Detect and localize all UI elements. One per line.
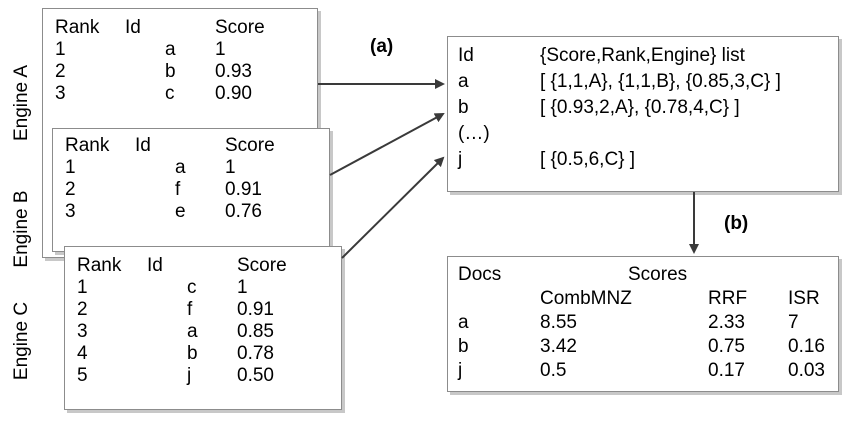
id-cell: e [175, 201, 186, 222]
id-cell: a [187, 321, 198, 342]
id-cell: j [187, 365, 192, 386]
score-header: Score [225, 135, 275, 156]
combmnz-cell: 0.5 [540, 360, 567, 381]
score-cell: 0.50 [237, 365, 274, 386]
score-cell: 1 [225, 157, 236, 178]
method-header: CombMNZ [540, 288, 632, 309]
doc-cell: a [458, 312, 469, 333]
step-b-label: (b) [724, 213, 749, 234]
id-cell: a [458, 71, 469, 92]
method-header: RRF [708, 288, 748, 309]
id-cell: b [458, 97, 469, 118]
list-cell: [ {0.93,2,A}, {0.78,4,C} ] [540, 97, 740, 118]
rank-cell: 3 [65, 201, 76, 222]
ellipsis-cell: (…) [458, 123, 490, 144]
id-header: Id [135, 135, 151, 156]
id-header: Id [125, 17, 141, 38]
scores-header: Scores [628, 264, 688, 285]
rank-cell: 2 [65, 179, 76, 200]
list-cell: [ {1,1,A}, {1,1,B}, {0.85,3,C} ] [540, 71, 781, 92]
method-header: ISR [788, 288, 820, 309]
rank-cell: 2 [55, 61, 66, 82]
id-cell: f [175, 179, 181, 200]
isr-cell: 0.03 [788, 360, 825, 381]
id-header: Id [458, 45, 474, 66]
step-a-label: (a) [370, 36, 394, 57]
combmnz-cell: 8.55 [540, 312, 577, 333]
engine-b-table: Rank Id Score 1 a 1 2 f 0.91 3 e 0.76 [52, 128, 330, 252]
rank-header: Rank [65, 135, 110, 156]
score-header: Score [215, 17, 265, 38]
id-cell: c [165, 83, 175, 104]
score-cell: 0.85 [237, 321, 274, 342]
rank-cell: 2 [77, 299, 88, 320]
merged-list-box: Id {Score,Rank,Engine} list a [ {1,1,A},… [447, 36, 839, 192]
doc-cell: j [458, 360, 463, 381]
rrf-cell: 0.17 [708, 360, 745, 381]
doc-cell: b [458, 336, 469, 357]
results-box: Docs Scores CombMNZ RRF ISR a 8.55 2.33 … [447, 256, 839, 392]
score-cell: 1 [237, 277, 248, 298]
arrow-engine-b-to-merged [329, 113, 445, 176]
id-cell: b [187, 343, 198, 364]
rank-header: Rank [77, 255, 122, 276]
id-header: Id [147, 255, 163, 276]
rank-cell: 1 [65, 157, 76, 178]
score-cell: 0.78 [237, 343, 274, 364]
rank-cell: 3 [55, 83, 66, 104]
rank-cell: 1 [55, 39, 66, 60]
score-cell: 1 [215, 39, 226, 60]
docs-header: Docs [458, 264, 502, 285]
id-cell: a [165, 39, 176, 60]
rank-cell: 5 [77, 365, 88, 386]
score-cell: 0.91 [237, 299, 274, 320]
isr-cell: 7 [788, 312, 799, 333]
id-cell: c [187, 277, 197, 298]
id-cell: j [458, 149, 463, 170]
rank-header: Rank [55, 17, 100, 38]
score-cell: 0.76 [225, 201, 262, 222]
list-cell: [ {0.5,6,C} ] [540, 149, 636, 170]
rank-cell: 4 [77, 343, 88, 364]
id-cell: a [175, 157, 186, 178]
engine-c-table: Rank Id Score 1 c 1 2 f 0.91 3 a 0.85 4 … [64, 246, 342, 410]
rank-cell: 1 [77, 277, 88, 298]
arrow-engine-c-to-merged [341, 156, 445, 259]
combmnz-cell: 3.42 [540, 336, 577, 357]
rank-cell: 3 [77, 321, 88, 342]
list-header: {Score,Rank,Engine} list [540, 45, 745, 66]
rrf-cell: 2.33 [708, 312, 745, 333]
score-cell: 0.91 [225, 179, 262, 200]
score-header: Score [237, 255, 287, 276]
rrf-cell: 0.75 [708, 336, 745, 357]
id-cell: b [165, 61, 176, 82]
id-cell: f [187, 299, 193, 320]
score-cell: 0.93 [215, 61, 252, 82]
score-cell: 0.90 [215, 83, 252, 104]
isr-cell: 0.16 [788, 336, 825, 357]
